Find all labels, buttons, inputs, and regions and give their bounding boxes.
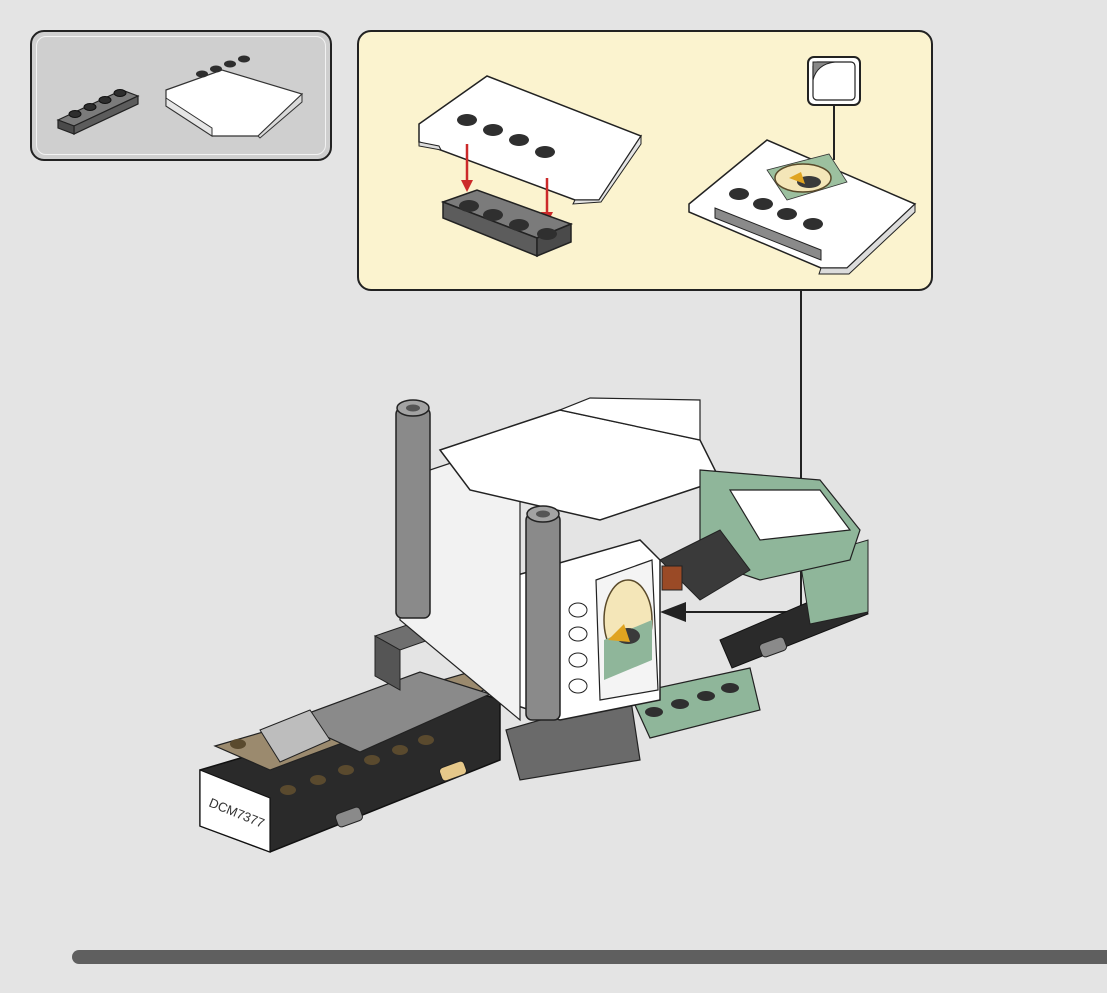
parts-panel-art xyxy=(32,32,334,163)
sticker-icon xyxy=(808,57,860,160)
parts-panel xyxy=(30,30,332,161)
truck-model: DCM7377 xyxy=(200,398,868,852)
plate-piece xyxy=(443,190,571,256)
part-wedge-white xyxy=(166,56,302,139)
wedge-piece xyxy=(419,76,641,204)
license-plate: DCM7377 xyxy=(207,795,267,831)
callout-connector xyxy=(660,291,801,622)
progress-bar xyxy=(72,950,1107,964)
submodel-panel xyxy=(357,30,933,291)
submodel-art xyxy=(359,32,935,293)
part-plate-1x4 xyxy=(58,90,138,135)
assembled-piece xyxy=(689,140,915,274)
